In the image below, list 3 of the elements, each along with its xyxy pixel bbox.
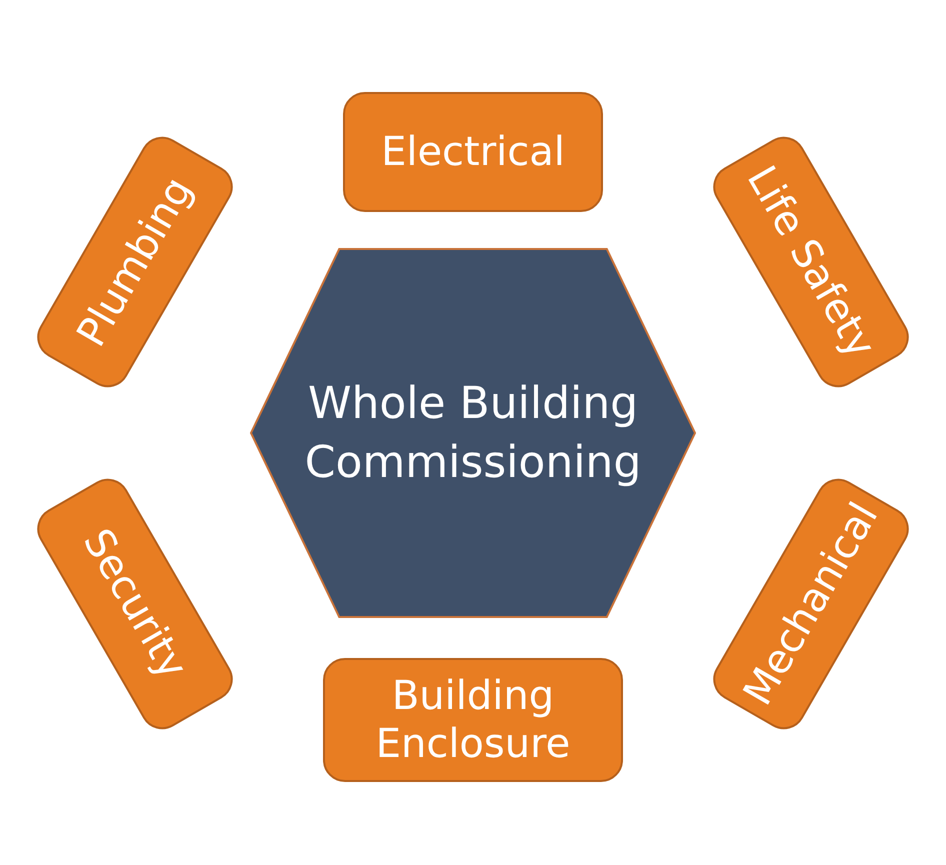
center-title: Whole Building Commissioning [304,376,642,490]
category-tag: Electrical [343,92,603,212]
category-tag: Building Enclosure [323,658,623,782]
